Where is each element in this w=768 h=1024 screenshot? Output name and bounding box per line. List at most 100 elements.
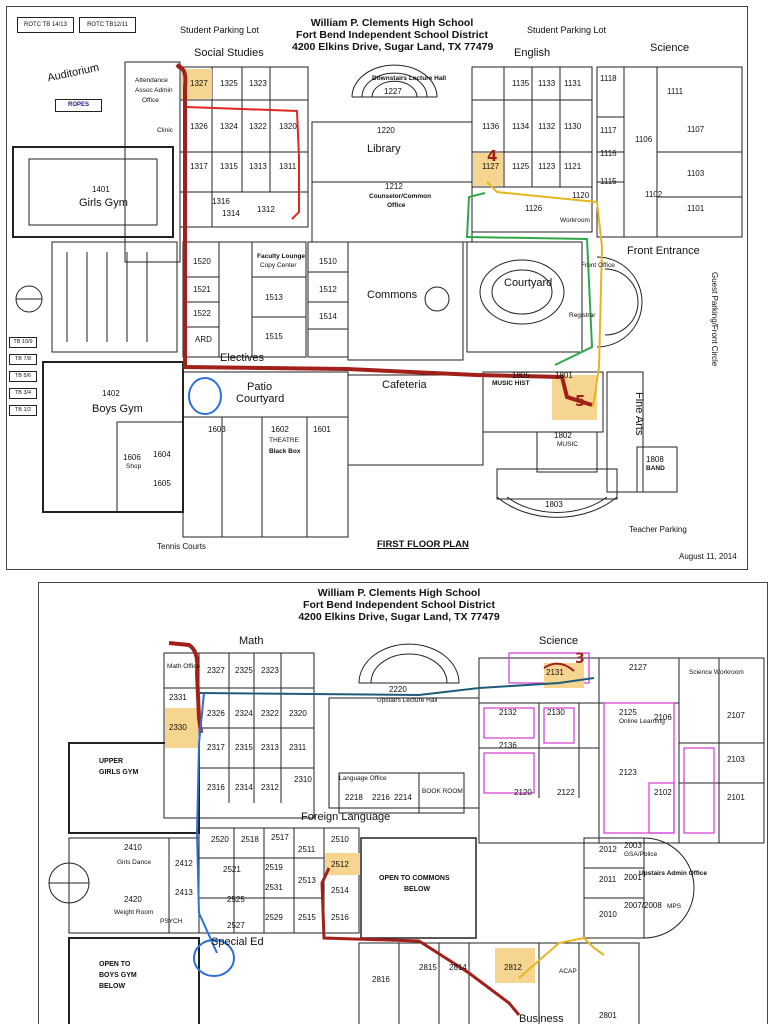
room-2010: 2010 — [599, 910, 617, 919]
first-floor-map: ROTC TB 14/13 ROTC TB12/11 Student Parki… — [6, 6, 748, 570]
room-1515: 1515 — [265, 332, 283, 341]
room-1313: 1313 — [249, 162, 267, 171]
room-2136: 2136 — [499, 741, 517, 750]
room-1116: 1116 — [600, 149, 617, 158]
area-foreign-language: Foreign Language — [301, 811, 391, 823]
room-2520: 2520 — [211, 835, 229, 844]
room-1130: 1130 — [564, 122, 582, 131]
area-business: Business — [519, 1013, 564, 1024]
downstairs-lecture-label: Downstairs Lecture Hall — [372, 75, 447, 82]
room-2132: 2132 — [499, 708, 517, 717]
room-2327: 2327 — [207, 666, 225, 675]
room-2131: 2131 — [546, 668, 564, 677]
gsa-police-label: GSA/Police — [624, 851, 658, 858]
area-courtyard: Courtyard — [504, 277, 553, 289]
route-teal-second — [198, 677, 595, 697]
room-1317: 1317 — [190, 162, 208, 171]
room-2320: 2320 — [289, 709, 307, 718]
tennis-courts: Tennis Courts — [157, 542, 206, 551]
room-1134: 1134 — [512, 122, 530, 131]
room-2330: 2330 — [169, 723, 187, 732]
room-2513: 2513 — [298, 876, 316, 885]
room-2011: 2011 — [599, 875, 617, 884]
ropes-label: ROPES — [55, 99, 102, 112]
second-floor-outline — [48, 641, 765, 1024]
clinic-label: Clinic — [157, 127, 173, 134]
black-box-label: Black Box — [269, 448, 301, 455]
room-2510: 2510 — [331, 835, 349, 844]
plan-title: FIRST FLOOR PLAN — [377, 539, 469, 550]
upstairs-admin-label: Upstairs Admin Office — [639, 870, 708, 877]
room-1132: 1132 — [538, 122, 556, 131]
room-1323: 1323 — [249, 79, 267, 88]
room-1118: 1118 — [600, 74, 617, 83]
first-floor-outline — [12, 61, 743, 538]
science-workroom-label: Science Workroom — [689, 669, 744, 676]
room-2815: 2815 — [419, 963, 437, 972]
room-2325: 2325 — [235, 666, 253, 675]
room-1131: 1131 — [564, 79, 582, 88]
teacher-parking: Teacher Parking — [629, 525, 687, 534]
route-blue-second — [195, 692, 218, 954]
room-2001: 2001 — [624, 873, 642, 882]
room-2122: 2122 — [557, 788, 575, 797]
room-2311: 2311 — [289, 743, 307, 752]
psych-label: PSYCH — [160, 918, 183, 925]
area-front-entrance: Front Entrance — [627, 245, 700, 257]
weight-room-label: Weight Room — [114, 909, 154, 916]
room-1121: 1121 — [564, 162, 582, 171]
tb-room: TB 5/6 — [9, 371, 37, 382]
room-2410: 2410 — [124, 843, 142, 852]
room-1135: 1135 — [512, 79, 530, 88]
room-2003: 2003 — [624, 841, 642, 850]
room-1107: 1107 — [687, 125, 705, 134]
open-gym-line2: BOYS GYM — [99, 972, 137, 979]
tb-room: TB 3/4 — [9, 388, 37, 399]
room-2801: 2801 — [599, 1011, 617, 1020]
room-2529: 2529 — [265, 913, 283, 922]
room-1606: 1606 — [123, 453, 141, 462]
room-1111: 1111 — [667, 87, 684, 96]
parking-left: Student Parking Lot — [180, 25, 260, 35]
room-1325: 1325 — [220, 79, 238, 88]
room-2012: 2012 — [599, 845, 617, 854]
room-1402: 1402 — [102, 389, 120, 398]
room-2511: 2511 — [298, 845, 316, 854]
room-2123: 2123 — [619, 768, 637, 777]
registrar-label: Registrar — [569, 312, 596, 319]
route-red2-second — [320, 867, 521, 1016]
district-bottom: Fort Bend Independent School District — [303, 599, 495, 611]
rotc-room-a: ROTC TB 14/13 — [17, 17, 74, 33]
room-2326: 2326 — [207, 709, 225, 718]
room-1322: 1322 — [249, 122, 267, 131]
room-1314: 1314 — [222, 209, 240, 218]
room-1312: 1312 — [257, 205, 275, 214]
room-2812: 2812 — [504, 963, 522, 972]
room-2324: 2324 — [235, 709, 253, 718]
guest-parking-label: Guest Parking/Front Circle — [710, 272, 719, 367]
acap-label: ACAP — [559, 968, 577, 975]
upper-gym-line2: GIRLS GYM — [99, 769, 139, 776]
route-mark-5: 5 — [575, 392, 586, 410]
area-commons: Commons — [367, 289, 418, 301]
room-2322: 2322 — [261, 709, 279, 718]
room-2101: 2101 — [727, 793, 745, 802]
room-1133: 1133 — [538, 79, 556, 88]
room-1602: 1602 — [271, 425, 289, 434]
room-1513: 1513 — [265, 293, 283, 302]
room-1510: 1510 — [319, 257, 337, 266]
shop-label: Shop — [126, 463, 142, 470]
room-2512: 2512 — [331, 860, 349, 869]
room-2413: 2413 — [175, 888, 193, 897]
music-hist-label: MUSIC HIST — [492, 380, 530, 387]
workroom-label: Workroom — [560, 217, 590, 224]
area-cafeteria: Cafeteria — [382, 379, 427, 391]
area-library: Library — [367, 143, 401, 155]
room-1601: 1601 — [313, 425, 331, 434]
area-science-second: Science — [539, 635, 579, 647]
office-label: Office — [387, 202, 406, 209]
room-2517: 2517 — [271, 833, 289, 842]
upstairs-lecture-label: Upstairs Lecture Hall — [377, 697, 438, 704]
room-2816: 2816 — [372, 975, 390, 984]
room-1120: 1120 — [572, 191, 590, 200]
